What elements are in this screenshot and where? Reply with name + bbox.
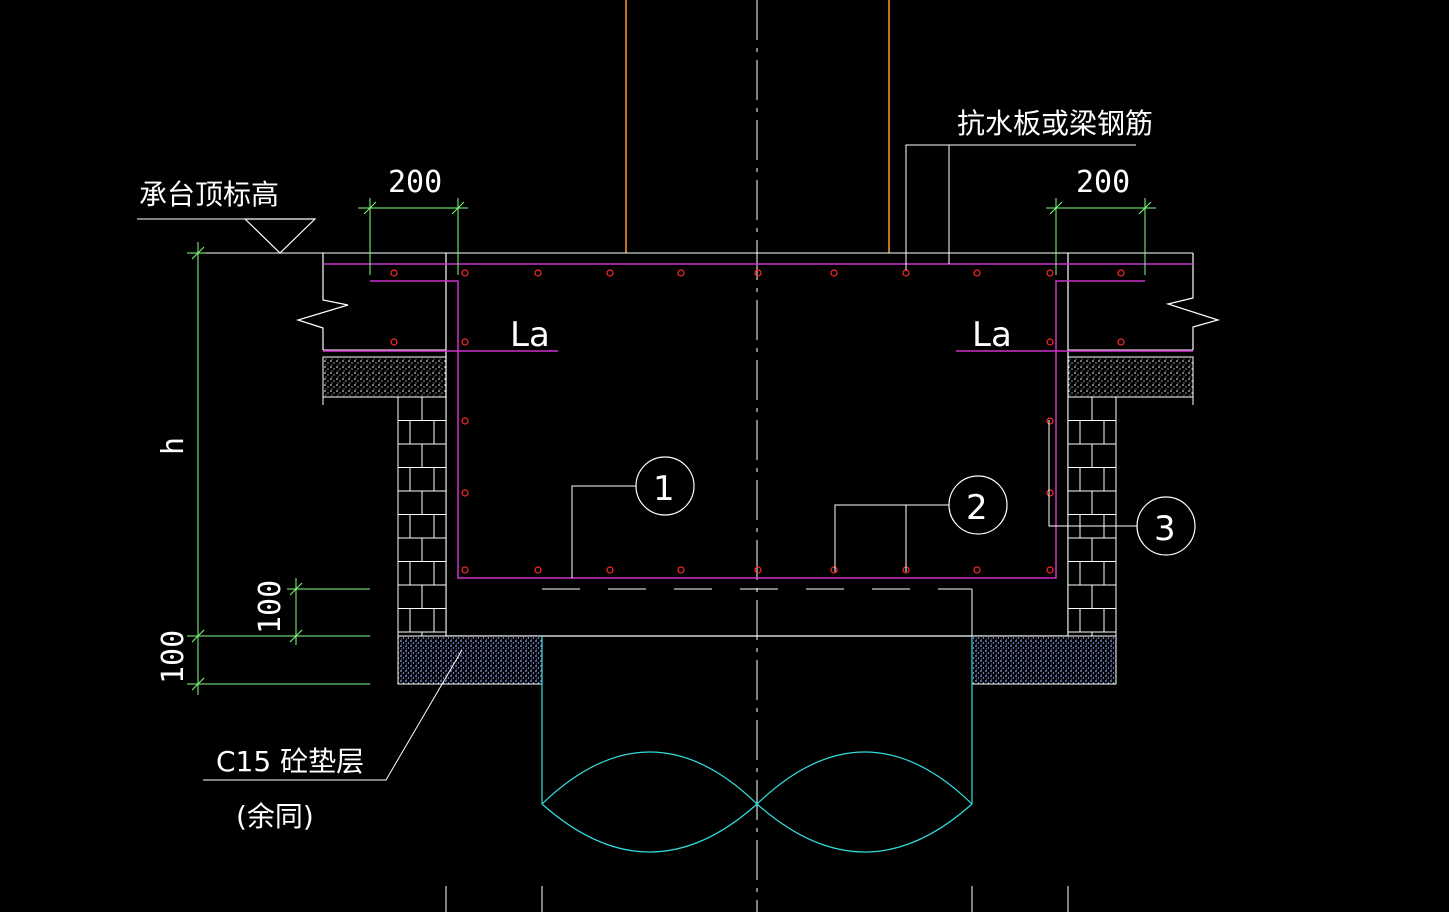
rebar-dot — [461, 566, 469, 574]
rebar-dot — [461, 269, 469, 277]
c15-leader — [203, 649, 463, 781]
callout-2-leader — [834, 504, 949, 572]
rebar-dot — [1117, 338, 1125, 346]
c15-cushion-label: C15 砼垫层 — [216, 745, 364, 778]
left-bottom-cushion — [397, 635, 543, 685]
dim-h — [187, 242, 370, 695]
rebar-dot — [677, 566, 685, 574]
la-left-label: La — [510, 315, 550, 355]
dim-200-left-label: 200 — [388, 165, 442, 200]
left-slab-cushion — [322, 356, 447, 398]
rebar-dot — [902, 269, 910, 277]
dim-200-left — [358, 198, 468, 275]
callout-2-label: 2 — [966, 488, 988, 528]
cap-top-elevation-label: 承台顶标高 — [139, 178, 279, 211]
rebar-dot — [973, 269, 981, 277]
rebar-dot — [461, 489, 469, 497]
rebar-dot — [461, 417, 469, 425]
h-label: h — [156, 437, 191, 455]
cap-rebar-cage — [370, 280, 1145, 579]
rebar-dot — [606, 566, 614, 574]
rebar-dot — [973, 566, 981, 574]
pile-break-symbol — [541, 751, 973, 853]
rebar-dot — [534, 269, 542, 277]
anti-water-leader — [905, 144, 1136, 270]
right-brick-wall — [1067, 396, 1117, 637]
rebar-dot — [830, 566, 838, 574]
left-slab-break — [295, 253, 349, 350]
callout-2-circle — [948, 475, 1008, 535]
rebar-dot — [1046, 489, 1054, 497]
left-brick-wall — [397, 396, 447, 637]
rebar-dots — [390, 269, 1125, 574]
rebar-dot — [534, 566, 542, 574]
rebar-dot — [1046, 417, 1054, 425]
rebar-dot — [461, 338, 469, 346]
rebar-dot — [1046, 269, 1054, 277]
dim-100-lower-label: 100 — [156, 630, 191, 684]
dim-100-upper-label: 100 — [253, 580, 288, 634]
callout-3-circle — [1136, 496, 1196, 556]
rebar-dot — [677, 269, 685, 277]
elevation-marker — [243, 218, 317, 254]
right-bottom-cushion — [971, 635, 1117, 685]
dim-200-right-label: 200 — [1076, 165, 1130, 200]
la-right-label: La — [972, 315, 1012, 355]
anti-water-rebar-label: 抗水板或梁钢筋 — [957, 107, 1153, 140]
right-slab-cushion — [1067, 356, 1194, 398]
callout-3-leader — [1048, 420, 1137, 527]
callout-1-leader — [571, 485, 636, 578]
right-slab-break — [1165, 253, 1221, 350]
rebar-dot — [1117, 269, 1125, 277]
same-below-label: (余同) — [236, 800, 314, 833]
rebar-dot — [606, 269, 614, 277]
callout-1-label: 1 — [653, 469, 675, 509]
rebar-dot — [754, 566, 762, 574]
rebar-dot — [390, 269, 398, 277]
rebar-dot — [830, 269, 838, 277]
dim-200-right — [1046, 198, 1156, 275]
callout-3-label: 3 — [1154, 509, 1176, 549]
rebar-dot — [1046, 566, 1054, 574]
callout-1-circle — [635, 456, 695, 516]
rebar-dot — [390, 338, 398, 346]
rebar-dot — [754, 269, 762, 277]
rebar-dot — [1046, 338, 1054, 346]
